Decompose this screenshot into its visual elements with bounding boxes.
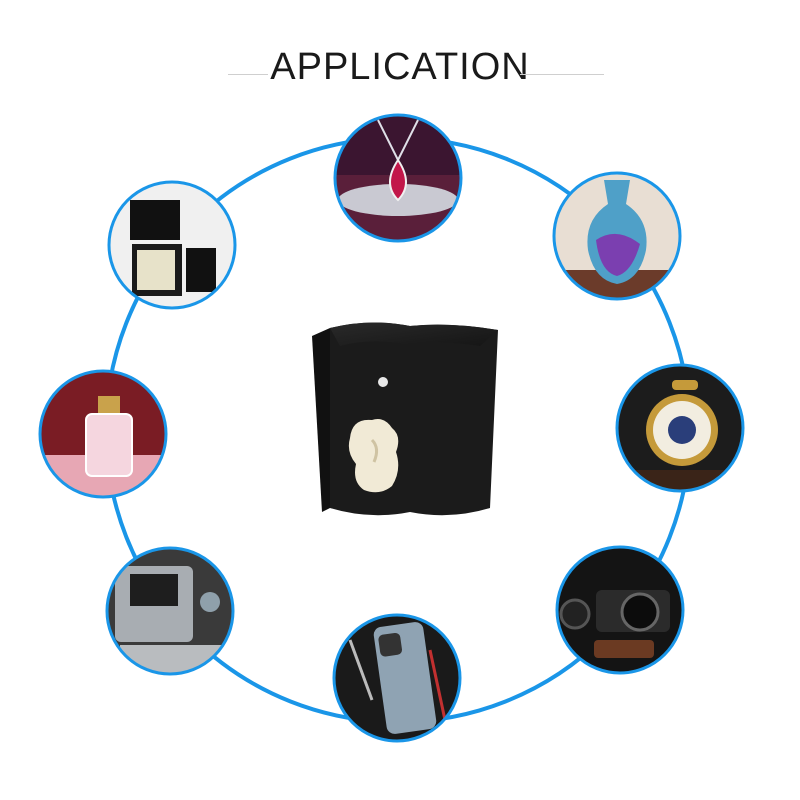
smartphone-case-icon <box>332 613 462 743</box>
pocket-watch-icon <box>615 363 745 493</box>
perfume-bottle-icon <box>38 369 168 499</box>
glass-vase-icon <box>552 171 682 301</box>
jewelry-necklace-icon <box>333 113 463 243</box>
title-area: APPLICATION <box>0 0 800 110</box>
camera-case-icon <box>555 545 685 675</box>
page-title: APPLICATION <box>270 46 530 88</box>
ultrasound-device-icon <box>105 546 235 676</box>
title-divider-right <box>520 74 604 75</box>
foam-cutout-item <box>348 419 399 493</box>
foam-hole-icon <box>378 377 388 387</box>
foam-insert-product <box>312 322 498 516</box>
watch-box-icon <box>107 180 237 310</box>
title-divider-left <box>228 74 268 75</box>
